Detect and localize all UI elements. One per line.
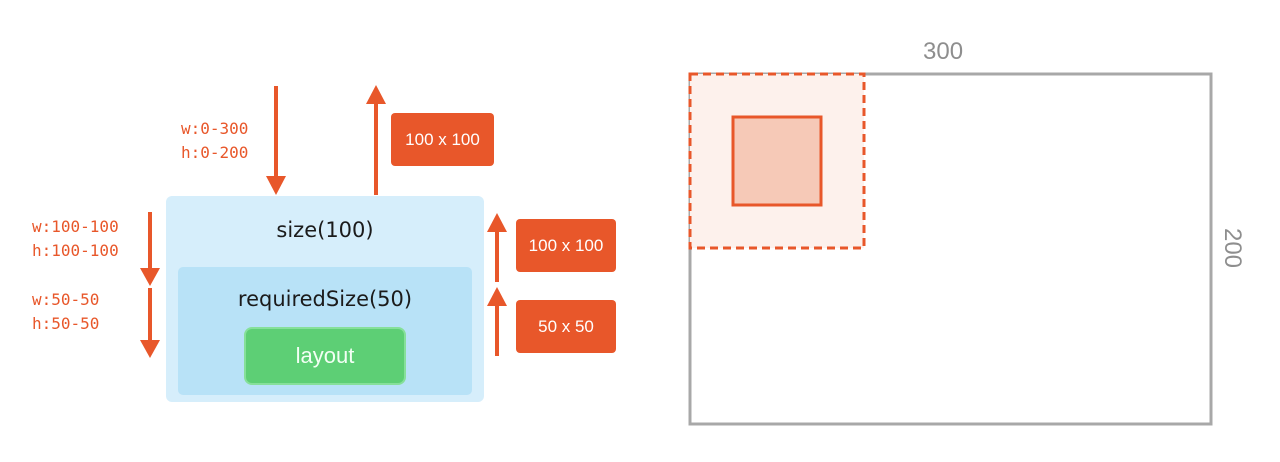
size-region-dashed	[688, 72, 866, 250]
arrow-down-parent	[266, 86, 286, 195]
size-result-text: 100 x 100	[528, 235, 604, 255]
arrow-up-size	[487, 213, 507, 282]
arrow-up-parent	[366, 85, 386, 195]
parent-constraint-width: w:0-300	[181, 119, 249, 138]
arrow-down-size	[140, 212, 160, 286]
arrow-up-required	[487, 287, 507, 356]
canvas-height-label: 200	[1219, 227, 1247, 269]
canvas-width-label: 300	[923, 38, 964, 65]
parent-result-text: 100 x 100	[405, 129, 480, 149]
parent-canvas	[688, 72, 1213, 426]
parent-result-badge: 100 x 100	[391, 113, 494, 166]
required-result-badge: 50 x 50	[516, 300, 616, 353]
size-modifier-label: size(100)	[276, 218, 374, 242]
required-constraint-height: h:50-50	[32, 314, 100, 333]
layout-node: layout	[244, 327, 406, 385]
size-result-badge: 100 x 100	[516, 219, 616, 272]
required-size-modifier-label: requiredSize(50)	[237, 287, 413, 311]
required-constraint-width: w:50-50	[32, 290, 100, 309]
size-constraint-height: h:100-100	[32, 241, 119, 260]
layout-square	[731, 115, 823, 207]
arrow-down-required	[140, 288, 160, 358]
size-constraint-width: w:100-100	[32, 217, 119, 236]
parent-constraint-height: h:0-200	[181, 143, 249, 162]
required-result-text: 50 x 50	[538, 316, 594, 336]
layout-node-label: layout	[295, 343, 355, 368]
